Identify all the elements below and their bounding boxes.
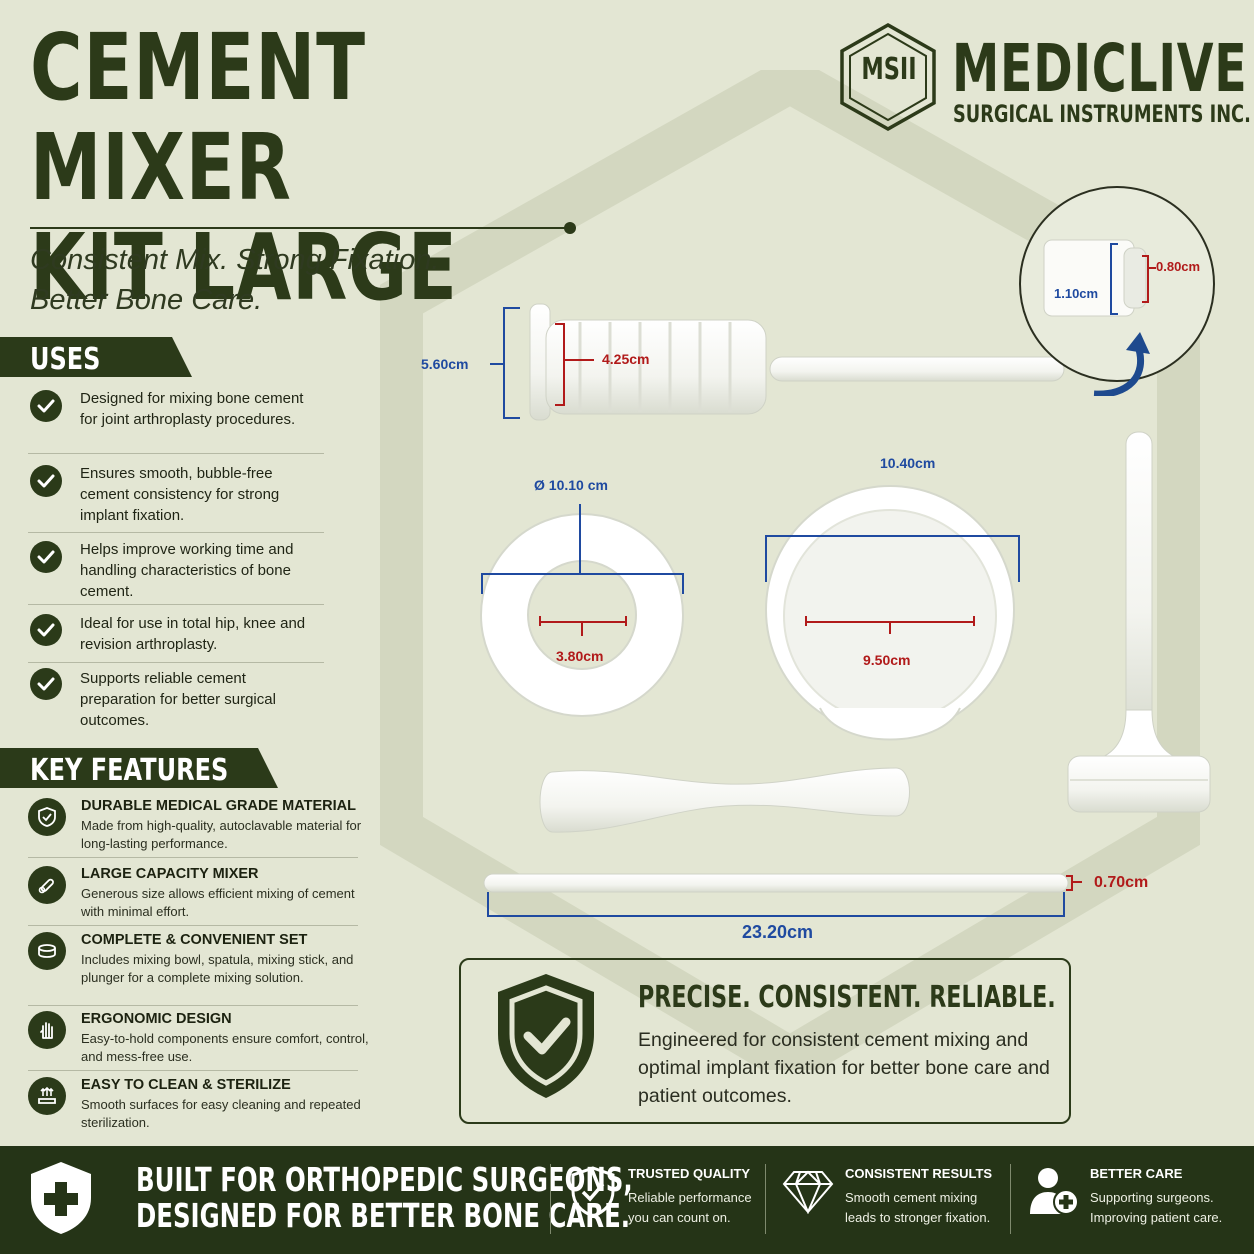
footer-block-title: TRUSTED QUALITY (628, 1166, 751, 1181)
use-item: Ideal for use in total hip, knee and rev… (28, 611, 324, 663)
footer-block-text: Supporting surgeons.Improving patient ca… (1090, 1190, 1223, 1225)
promo-text: Engineered for consistent cement mixing … (638, 1029, 1050, 1107)
use-item: Supports reliable cement preparation for… (28, 666, 324, 732)
dim-ring-outer: Ø 10.10 cm (534, 477, 608, 493)
uses-heading: USES (0, 337, 192, 377)
feature-title: DURABLE MEDICAL GRADE MATERIAL (81, 798, 356, 814)
features-heading: KEY FEATURES (0, 748, 278, 788)
bowl-illustration (765, 485, 1020, 741)
hand-icon (28, 1011, 66, 1049)
feature-title: ERGONOMIC DESIGN (81, 1011, 232, 1027)
footer-divider (765, 1164, 766, 1234)
bowl-icon (28, 932, 66, 970)
diamond-icon (782, 1170, 834, 1214)
check-icon (30, 465, 62, 497)
brand-name: MEDICLIVE (952, 30, 1248, 107)
doctor-icon (1030, 1168, 1079, 1215)
page-title: CEMENT MIXER KIT LARGE (30, 14, 458, 321)
brand-subtitle: SURGICAL INSTRUMENTS INC. (953, 100, 1251, 128)
plunger-illustration (490, 303, 1065, 421)
dim-bowl-inner: 9.50cm (863, 652, 911, 668)
steam-icon (28, 1077, 66, 1115)
cap-magnifier (1019, 186, 1215, 396)
spatula-illustration (539, 767, 910, 833)
mixing-stick-illustration (483, 873, 1082, 917)
check-icon (30, 668, 62, 700)
dim-stick-diameter: 0.70cm (1094, 874, 1149, 891)
check-icon (30, 541, 62, 573)
footer-divider (550, 1164, 551, 1234)
feature-text: Generous size allows efficient mixing of… (81, 886, 355, 919)
logo-badge: MSII (861, 52, 917, 87)
footer-block-title: CONSISTENT RESULTS (845, 1166, 993, 1181)
shield-icon (28, 798, 66, 836)
use-item: Ensures smooth, bubble-free cement consi… (28, 461, 324, 533)
title-divider-dot (564, 222, 576, 234)
footer-headline: BUILT FOR ORTHOPEDIC SURGEONS, DESIGNED … (136, 1160, 633, 1235)
check-icon (30, 390, 62, 422)
use-text: Ensures smooth, bubble-free cement consi… (80, 465, 280, 524)
use-text: Designed for mixing bone cement for join… (80, 390, 304, 428)
use-item: Helps improve working time and handling … (28, 537, 324, 605)
tagline: Consistent Mix. Strong Fixation. Better … (30, 244, 440, 316)
feature-item: ERGONOMIC DESIGN Easy-to-hold components… (28, 1011, 369, 1071)
feature-text: Easy-to-hold components ensure comfort, … (81, 1031, 369, 1064)
footer-block-title: BETTER CARE (1090, 1166, 1183, 1181)
use-text: Supports reliable cement preparation for… (80, 670, 276, 729)
shield-check-icon (498, 974, 594, 1098)
medical-shield-icon (31, 1162, 91, 1234)
feature-text: Made from high-quality, autoclavable mat… (81, 818, 362, 851)
check-icon (30, 614, 62, 646)
feature-item: COMPLETE & CONVENIENT SET Includes mixin… (28, 932, 358, 1006)
use-text: Helps improve working time and handling … (80, 541, 294, 600)
footer-divider (1010, 1164, 1011, 1234)
mixer-icon (28, 866, 66, 904)
feature-text: Smooth surfaces for easy cleaning and re… (81, 1097, 361, 1130)
dim-bowl-outer: 10.40cm (880, 455, 936, 471)
dim-plunger-inner: 4.25cm (602, 351, 650, 367)
tamper-illustration (1067, 431, 1211, 813)
ring-illustration (480, 504, 684, 717)
feature-title: EASY TO CLEAN & STERILIZE (81, 1077, 291, 1093)
dim-plunger-height: 5.60cm (421, 356, 469, 372)
title-divider (30, 227, 570, 229)
feature-title: LARGE CAPACITY MIXER (81, 866, 259, 882)
feature-text: Includes mixing bowl, spatula, mixing st… (81, 952, 354, 985)
logo-hexagon-icon (840, 22, 936, 132)
use-item: Designed for mixing bone cement for join… (28, 386, 324, 454)
dim-ring-inner: 3.80cm (556, 648, 604, 664)
feature-item: LARGE CAPACITY MIXER Generous size allow… (28, 866, 358, 926)
use-text: Ideal for use in total hip, knee and rev… (80, 615, 306, 653)
promo-title: PRECISE. CONSISTENT. RELIABLE. (638, 980, 1056, 1015)
feature-item: EASY TO CLEAN & STERILIZE Smooth surface… (28, 1077, 361, 1135)
dim-cap-length: 1.10cm (1054, 286, 1099, 301)
shield-check-icon (571, 1166, 615, 1218)
feature-item: DURABLE MEDICAL GRADE MATERIAL Made from… (28, 798, 361, 858)
promo-box (459, 958, 1071, 1124)
dim-cap-diameter: 0.80cm (1156, 259, 1201, 274)
feature-title: COMPLETE & CONVENIENT SET (81, 932, 308, 948)
dim-stick-length: 23.20cm (742, 922, 814, 942)
